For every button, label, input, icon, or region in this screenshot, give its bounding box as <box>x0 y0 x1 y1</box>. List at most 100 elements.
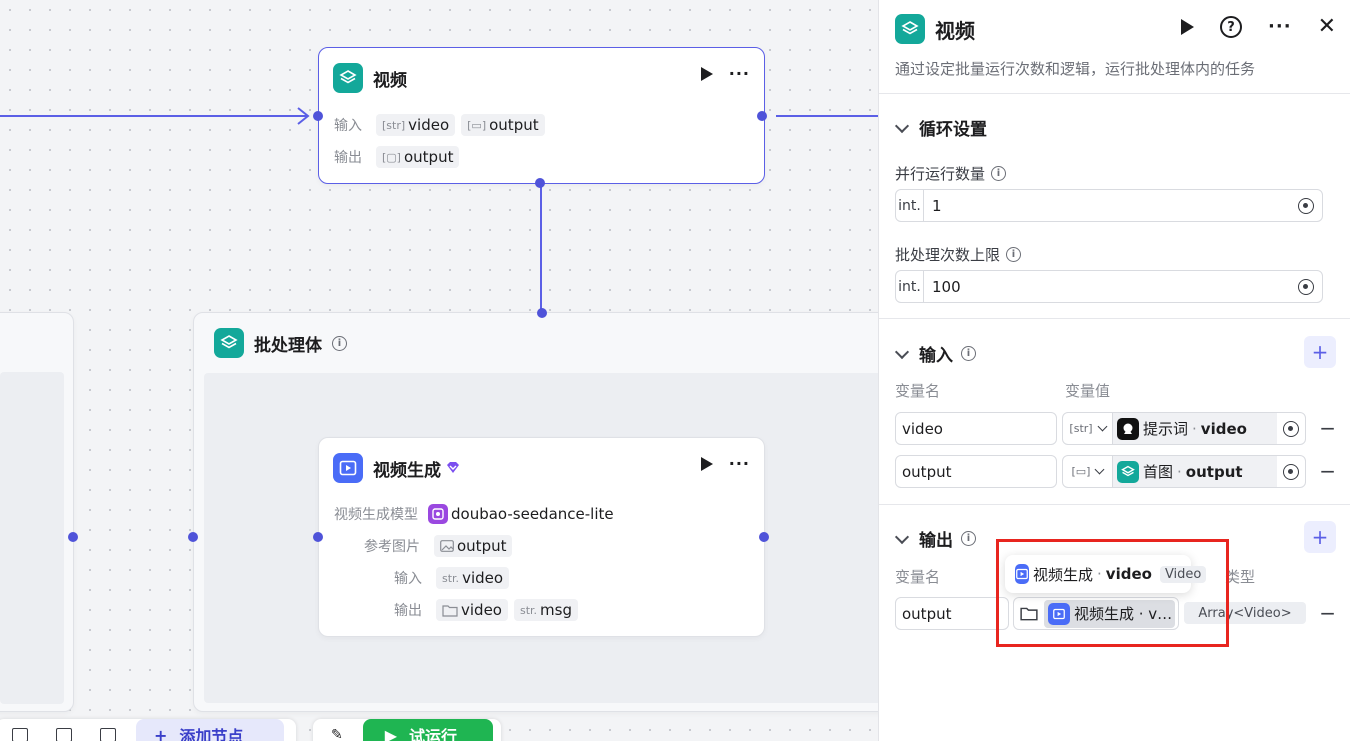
variable-picker-icon[interactable] <box>1283 420 1299 437</box>
layers-icon <box>333 63 363 93</box>
chip-type: [▭] <box>467 118 487 132</box>
output-type-badge: Array<Video> <box>1184 602 1306 624</box>
panel-header: 视频 <box>895 14 975 44</box>
info-icon[interactable]: i <box>991 166 1007 181</box>
panel-description: 通过设定批量运行次数和逻辑，运行批处理体内的任务 <box>895 60 1256 78</box>
minimap-icon[interactable] <box>12 728 28 741</box>
help-icon[interactable]: ? <box>1220 16 1243 38</box>
comment-icon[interactable] <box>100 728 116 741</box>
chip-type: [str] <box>382 118 406 132</box>
loop-node-title: 视频 <box>373 70 407 91</box>
chip-name: output <box>457 537 507 555</box>
parallel-field[interactable]: int. 1 <box>895 189 1323 222</box>
video-gen-node[interactable]: 视频生成 ··· 视频生成模型 doubao-seedance-lite 参考图… <box>318 437 765 637</box>
workflow-canvas[interactable]: 批处理体 i 视频 ··· 输入 [str]video [▭]output 输出… <box>0 0 878 741</box>
variable-picker-icon[interactable] <box>1298 278 1314 295</box>
more-icon[interactable]: ··· <box>728 64 750 83</box>
test-run-label: 试运行 <box>409 727 458 741</box>
test-run-button[interactable]: ▶试运行 <box>362 719 493 741</box>
more-icon[interactable]: ··· <box>728 454 750 473</box>
video-icon <box>1048 602 1070 625</box>
section-title: 循环设置 <box>919 120 987 140</box>
divider <box>879 93 1350 94</box>
type-prefix: int. <box>896 190 924 221</box>
add-input-button[interactable]: + <box>1304 336 1336 368</box>
batch-left-port[interactable] <box>188 532 198 542</box>
remove-input-button[interactable]: − <box>1319 459 1336 483</box>
loop-out-port[interactable] <box>757 111 767 121</box>
variable-picker-icon[interactable] <box>1283 463 1299 480</box>
input-value-field[interactable]: [str] 提示词 · video <box>1062 412 1306 445</box>
ref-chip: 提示词 · video <box>1113 413 1277 444</box>
remove-output-button[interactable]: − <box>1319 601 1336 625</box>
input-label: 输入 <box>334 118 362 134</box>
section-title: 输入 <box>919 346 953 366</box>
col-var-value: 变量值 <box>1065 382 1111 400</box>
input-section-header[interactable]: 输入 i <box>894 341 976 366</box>
video-in-port[interactable] <box>313 532 323 542</box>
dot-separator: · <box>1192 419 1197 438</box>
loop-settings-header[interactable]: 循环设置 <box>894 115 987 140</box>
remove-input-button[interactable]: − <box>1319 416 1336 440</box>
loop-in-port[interactable] <box>313 111 323 121</box>
play-icon[interactable] <box>1181 19 1195 35</box>
premium-icon <box>447 462 459 473</box>
input-name-field[interactable]: output <box>895 455 1057 488</box>
video-icon <box>1015 564 1029 584</box>
chip-name: msg <box>540 601 572 619</box>
loop-node-header: 视频 <box>333 62 407 94</box>
batch-header: 批处理体 i <box>214 327 347 359</box>
layout-icon[interactable] <box>56 728 72 741</box>
ref-chip: 首图 · output <box>1113 456 1277 487</box>
divider <box>879 318 1350 319</box>
limit-field[interactable]: int. 100 <box>895 270 1323 303</box>
add-output-button[interactable]: + <box>1304 521 1336 553</box>
wrench-icon[interactable]: ✎ <box>331 727 343 741</box>
play-icon[interactable] <box>700 457 713 471</box>
loop-node-actions: ··· <box>700 64 750 83</box>
info-icon[interactable]: i <box>1006 247 1022 262</box>
chip-name: output <box>489 116 539 134</box>
field-value: 1 <box>932 196 942 215</box>
left-node-port[interactable] <box>68 532 78 542</box>
batch-title: 批处理体 <box>254 335 322 356</box>
close-icon[interactable]: ✕ <box>1317 14 1336 39</box>
variable-tooltip: 视频生成 · video Video <box>1005 555 1207 593</box>
output-name-field[interactable]: output <box>895 597 1009 630</box>
info-icon[interactable]: i <box>961 531 976 546</box>
ref-node: 提示词 <box>1143 420 1189 438</box>
type-label: [▭] <box>1071 465 1091 478</box>
video-out-port[interactable] <box>759 532 769 542</box>
output-section-header[interactable]: 输出 i <box>894 526 976 551</box>
tooltip-var: video <box>1105 565 1152 583</box>
field-label: 批处理次数上限 <box>895 246 1001 264</box>
info-icon[interactable]: i <box>961 346 976 361</box>
input-value-field[interactable]: [▭] 首图 · output <box>1062 455 1306 488</box>
type-select[interactable]: [str] <box>1063 413 1113 444</box>
model-value: doubao-seedance-lite <box>451 505 614 523</box>
run-toolbar: ✎ ▶试运行 <box>313 719 501 741</box>
tooltip-type: Video <box>1159 565 1207 583</box>
info-icon[interactable]: i <box>332 335 347 351</box>
input-label: 输入 <box>394 571 422 587</box>
dot-separator: · <box>1097 565 1102 583</box>
loop-node-inputs: 输入 [str]video [▭]output <box>334 114 545 136</box>
panel-actions: ? ··· ✕ <box>1181 16 1336 38</box>
variable-picker-icon[interactable] <box>1298 197 1314 214</box>
input-chip-output: [▭]output <box>461 114 545 136</box>
more-icon[interactable]: ··· <box>1268 16 1292 37</box>
input-name-field[interactable]: video <box>895 412 1057 445</box>
ref-label: 参考图片 <box>364 539 420 555</box>
loop-node[interactable]: 视频 ··· 输入 [str]video [▭]output 输出 [▢]out… <box>318 47 765 184</box>
loop-node-outputs: 输出 [▢]output <box>334 146 460 168</box>
properties-panel: 视频 ? ··· ✕ 通过设定批量运行次数和逻辑，运行批处理体内的任务 循环设置… <box>878 0 1350 741</box>
add-node-button[interactable]: +添加节点 <box>136 719 284 741</box>
chevron-down-icon <box>894 344 910 359</box>
panel-title[interactable]: 视频 <box>935 18 975 43</box>
type-select[interactable]: [▭] <box>1063 456 1113 487</box>
play-icon[interactable] <box>700 67 713 81</box>
loop-bottom-port[interactable] <box>535 178 545 188</box>
output-value-field[interactable]: 视频生成 · v… <box>1013 597 1179 630</box>
batch-top-port[interactable] <box>537 308 547 318</box>
chevron-down-icon <box>1095 464 1105 475</box>
